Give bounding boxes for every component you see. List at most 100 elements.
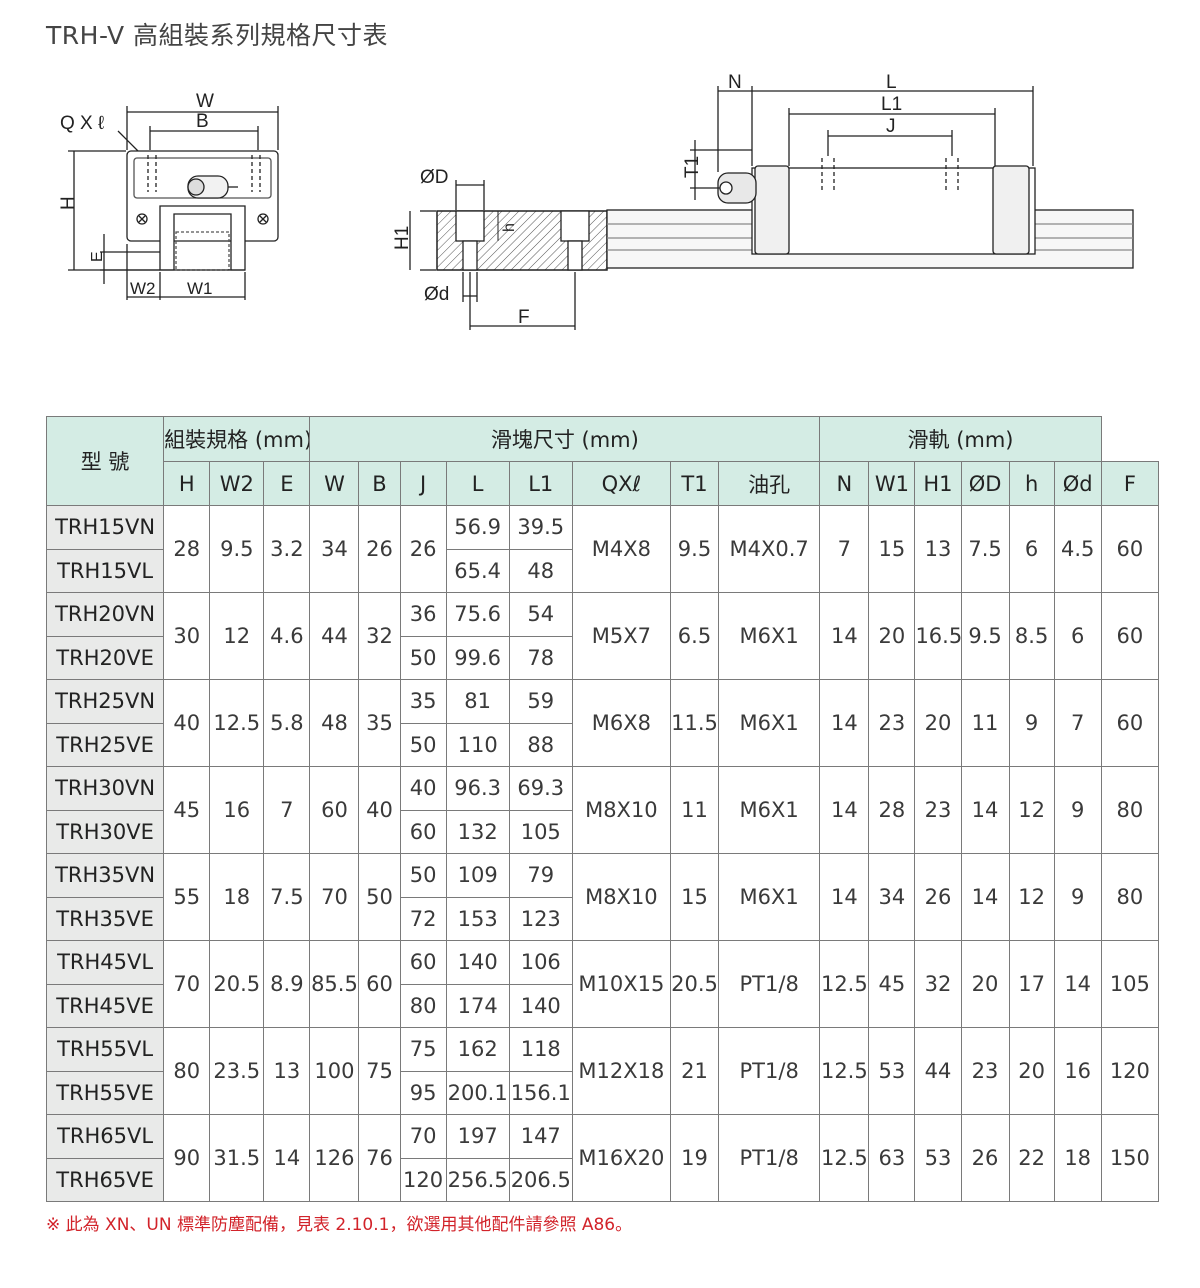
table-cell: PT1/8 — [718, 940, 821, 1028]
column-header: J — [399, 461, 447, 506]
dim-w2-label: W2 — [130, 279, 156, 298]
table-cell: 18 — [1053, 1114, 1102, 1202]
table-cell: 63 — [868, 1114, 916, 1202]
dim-j-label: J — [886, 116, 896, 137]
table-cell: 12 — [1008, 766, 1055, 854]
table-cell: 60 — [309, 766, 360, 854]
table-cell: 78 — [508, 635, 573, 680]
table-cell: M6X1 — [718, 679, 821, 767]
table-cell: 23 — [960, 1027, 1010, 1115]
header-block: 滑塊尺寸 (mm) — [309, 416, 821, 462]
table-cell: 55 — [163, 853, 211, 941]
table-cell: 56.9 — [445, 505, 510, 550]
table-cell: 32 — [358, 592, 401, 680]
table-cell: M6X1 — [718, 592, 821, 680]
table-cell: 53 — [914, 1114, 962, 1202]
dim-n-label: N — [728, 72, 742, 93]
table-cell: 6 — [1008, 505, 1055, 593]
table-cell: M6X1 — [718, 766, 821, 854]
table-cell: 5.8 — [263, 679, 311, 767]
table-cell: 36 — [399, 592, 447, 637]
column-header: F — [1100, 461, 1160, 506]
table-cell: 26 — [358, 505, 401, 593]
header-model: 型 號 — [45, 416, 165, 506]
table-cell: M5X7 — [571, 592, 671, 680]
table-cell: 20 — [960, 940, 1010, 1028]
table-cell: 14 — [263, 1114, 311, 1202]
model-cell: TRH20VE — [45, 635, 165, 680]
table-cell: 28 — [868, 766, 916, 854]
dim-od-small-label: Ød — [424, 284, 449, 305]
table-cell: 70 — [163, 940, 211, 1028]
model-cell: TRH20VN — [45, 592, 165, 637]
model-cell: TRH55VE — [45, 1070, 165, 1115]
table-cell: 197 — [445, 1114, 510, 1159]
table-cell: 50 — [399, 635, 447, 680]
table-cell: 14 — [819, 592, 870, 680]
table-cell: 109 — [445, 853, 510, 898]
table-cell: 50 — [399, 722, 447, 767]
table-cell: 20 — [1008, 1027, 1055, 1115]
model-cell: TRH30VN — [45, 766, 165, 811]
dim-w1-label: W1 — [187, 279, 213, 298]
table-cell: 23.5 — [209, 1027, 265, 1115]
header-rail: 滑軌 (mm) — [819, 416, 1102, 462]
table-cell: 12.5 — [819, 940, 870, 1028]
table-cell: 4.5 — [1053, 505, 1102, 593]
table-cell: 17 — [1008, 940, 1055, 1028]
table-cell: 126 — [309, 1114, 360, 1202]
table-cell: 7.5 — [960, 505, 1010, 593]
table-cell: 100 — [309, 1027, 360, 1115]
table-cell: 256.5 — [445, 1157, 510, 1202]
table-cell: 60 — [399, 809, 447, 854]
table-cell: 54 — [508, 592, 573, 637]
table-cell: 99.6 — [445, 635, 510, 680]
table-cell: 90 — [163, 1114, 211, 1202]
table-cell: 8.9 — [263, 940, 311, 1028]
table-cell: 22 — [1008, 1114, 1055, 1202]
table-cell: 60 — [358, 940, 401, 1028]
table-cell: 72 — [399, 896, 447, 941]
column-header: W2 — [209, 461, 265, 506]
dimension-drawings: W B Q X ℓ H E W2 W1 ØD h H1 Ød F — [58, 72, 1134, 330]
table-cell: 120 — [399, 1157, 447, 1202]
table-cell: 200.1 — [445, 1070, 510, 1115]
table-cell: 150 — [1100, 1114, 1160, 1202]
table-cell: 23 — [868, 679, 916, 767]
table-cell: 106 — [508, 940, 573, 985]
table-cell: 80 — [399, 983, 447, 1028]
column-header: Ød — [1053, 461, 1102, 506]
table-cell: 40 — [358, 766, 401, 854]
table-cell: 35 — [358, 679, 401, 767]
table-cell: 26 — [399, 505, 447, 593]
table-cell: 80 — [163, 1027, 211, 1115]
table-cell: 12.5 — [819, 1114, 870, 1202]
dim-w-label: W — [196, 91, 214, 112]
table-cell: 48 — [508, 548, 573, 593]
table-cell: 120 — [1100, 1027, 1160, 1115]
dim-t1-label: T1 — [682, 156, 703, 178]
table-cell: 9.5 — [209, 505, 265, 593]
table-cell: 30 — [163, 592, 211, 680]
table-cell: M12X18 — [571, 1027, 671, 1115]
table-cell: 13 — [914, 505, 962, 593]
table-cell: M6X1 — [718, 853, 821, 941]
table-cell: M4X8 — [571, 505, 671, 593]
table-cell: 7 — [263, 766, 311, 854]
table-cell: 70 — [309, 853, 360, 941]
model-cell: TRH45VL — [45, 940, 165, 985]
column-header: T1 — [669, 461, 720, 506]
model-cell: TRH55VL — [45, 1027, 165, 1072]
column-header: H1 — [914, 461, 962, 506]
rail-section-labels: ØD h H1 Ød F — [392, 167, 530, 328]
table-cell: M8X10 — [571, 853, 671, 941]
table-cell: 45 — [163, 766, 211, 854]
model-cell: TRH15VN — [45, 505, 165, 550]
table-cell: 9 — [1008, 679, 1055, 767]
